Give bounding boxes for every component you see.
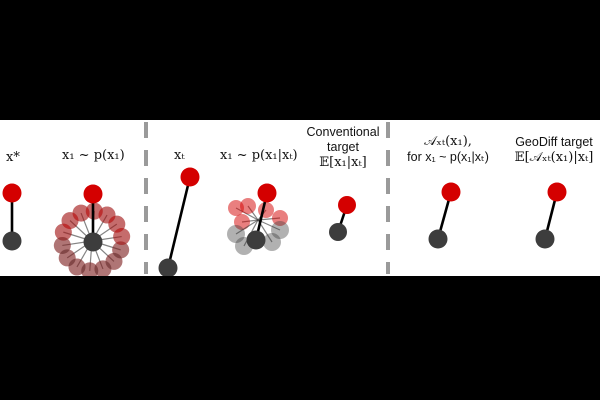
x-star-molecule-red-atom: [2, 183, 22, 203]
prior-sample-dark: [53, 236, 71, 254]
prior-sample-red: [58, 249, 76, 267]
label-x-star: x*: [6, 150, 20, 165]
geodiff-line-1: GeoDiff target: [515, 135, 593, 149]
conventional-line-1: Conventional: [306, 125, 380, 139]
prior-sample-dark: [94, 260, 112, 276]
conventional-target-molecule-dark-atom: [329, 223, 347, 241]
posterior-sample-red: [272, 210, 288, 226]
posterior-sample-red: [228, 200, 244, 216]
aligned-sample-molecule-dark-atom: [428, 229, 448, 249]
align-line-1: 𝒜ₓₜ(x₁),: [424, 134, 472, 149]
label-conventional-target: Conventional target 𝔼[x₁|xₜ]: [307, 125, 380, 170]
x-t-molecule-red-atom: [180, 167, 200, 187]
prior-sample-dark: [68, 258, 86, 276]
posterior-mean-molecule-red-atom: [257, 183, 277, 203]
prior-sample-dark: [81, 262, 99, 276]
posterior-sample-red: [240, 198, 256, 214]
prior-sample-red: [112, 241, 130, 259]
posterior-sample-dark: [227, 225, 245, 243]
label-x1-prior: x₁ ~ p(x₁): [62, 148, 125, 163]
prior-sample-red: [108, 215, 126, 233]
prior-sample-dark: [105, 252, 123, 270]
prior-sample-red: [113, 228, 131, 246]
prior-mean-molecule-dark-atom: [83, 232, 103, 252]
x-t-molecule-rod: [166, 176, 192, 269]
prior-sample-red: [68, 258, 86, 276]
align-line-2: for x₁ ~ p(x₁|xₜ): [407, 150, 489, 164]
posterior-sample-dark: [263, 233, 281, 251]
posterior-sample-red: [234, 214, 250, 230]
figure-panel: x* x₁ ~ p(x₁) xₜ x₁ ~ p(x₁|xₜ) Conventio…: [0, 120, 600, 276]
prior-sample-red: [81, 262, 99, 276]
posterior-sample-rod: [257, 219, 281, 231]
geodiff-target-molecule-dark-atom: [535, 229, 555, 249]
prior-sample-red: [105, 252, 123, 270]
prior-sample-dark: [98, 206, 116, 224]
geodiff-target-molecule-red-atom: [547, 182, 567, 202]
x-star-molecule-dark-atom: [2, 231, 22, 251]
prior-sample-red: [54, 223, 72, 241]
prior-sample-dark: [112, 241, 130, 259]
label-aligned-samples: 𝒜ₓₜ(x₁), for x₁ ~ p(x₁|xₜ): [407, 134, 489, 165]
geodiff-line-2: 𝔼[𝒜ₓₜ(x₁)|xₜ]: [514, 150, 594, 165]
label-geodiff-target: GeoDiff target 𝔼[𝒜ₓₜ(x₁)|xₜ]: [515, 134, 594, 166]
posterior-sample-rod: [235, 219, 259, 235]
posterior-sample-dark: [271, 221, 289, 239]
posterior-mean-molecule-dark-atom: [246, 230, 266, 250]
aligned-sample-molecule-red-atom: [441, 182, 461, 202]
prior-sample-red: [98, 206, 116, 224]
prior-sample-red: [72, 204, 90, 222]
prior-sample-dark: [108, 215, 126, 233]
x-t-molecule-dark-atom: [158, 258, 178, 276]
label-x-t: xₜ: [174, 148, 185, 163]
prior-sample-red: [53, 236, 71, 254]
prior-sample-red: [94, 260, 112, 276]
conventional-line-3: 𝔼[x₁|xₜ]: [319, 155, 367, 170]
prior-sample-red: [61, 212, 79, 230]
prior-sample-dark: [58, 249, 76, 267]
conventional-line-2: target: [327, 140, 359, 154]
label-x1-posterior: x₁ ~ p(x₁|xₜ): [220, 148, 298, 163]
prior-mean-molecule-red-atom: [83, 184, 103, 204]
figure-canvas: [2, 122, 567, 276]
conventional-target-molecule-red-atom: [338, 196, 356, 214]
